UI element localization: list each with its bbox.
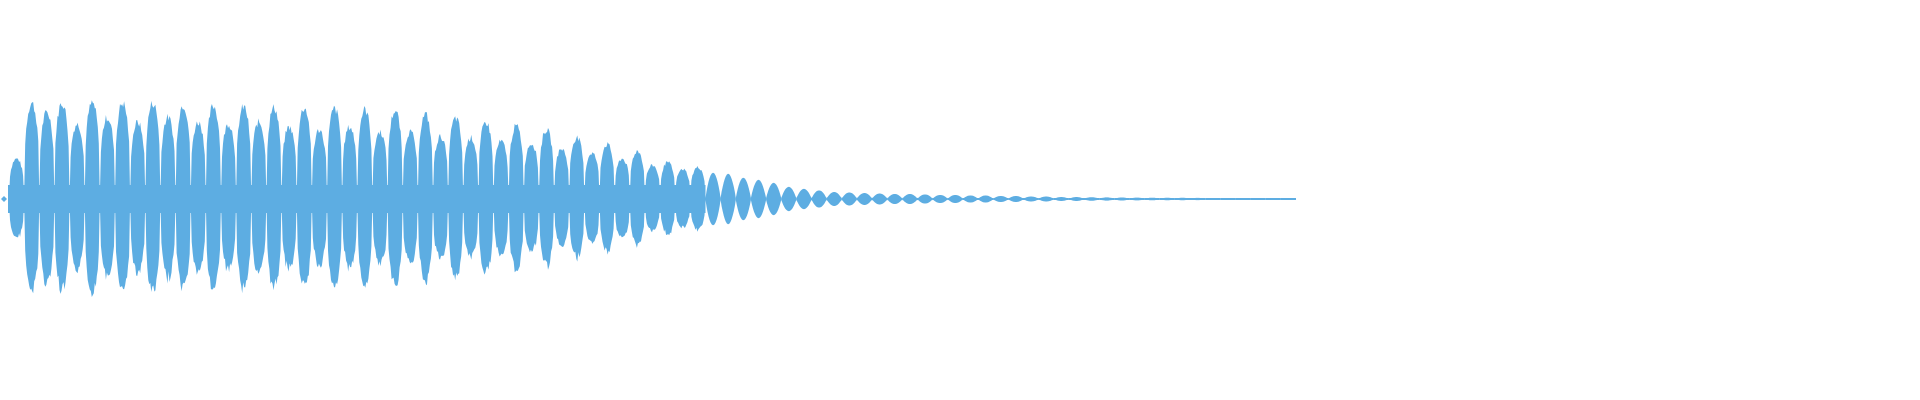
waveform-pulse	[796, 188, 812, 210]
waveform-pulse	[1129, 197, 1145, 201]
waveform-pulse	[902, 194, 918, 204]
waveform-pulse	[735, 177, 751, 221]
waveform-pulse	[1250, 198, 1266, 200]
waveform-pulse	[1099, 197, 1115, 201]
waveform-pulse	[1008, 196, 1024, 202]
waveform-pulse	[1023, 196, 1039, 202]
waveform-pulse	[1084, 197, 1100, 201]
waveform-pulse	[750, 179, 767, 219]
waveform-pulse	[1235, 198, 1251, 200]
waveform-center-band	[8, 185, 706, 213]
waveform-pulse	[1174, 197, 1190, 201]
waveform-pulse	[1265, 198, 1281, 200]
waveform-pulse	[962, 195, 978, 203]
waveform-onset-mark	[1, 196, 7, 202]
waveform-pulse	[917, 194, 933, 204]
waveform-pulse	[826, 192, 842, 206]
waveform-pulse	[705, 172, 721, 226]
waveform-pulse	[856, 193, 872, 205]
waveform-pulse	[932, 195, 948, 203]
waveform-pulse	[887, 194, 903, 204]
waveform-pulse	[1068, 197, 1084, 201]
waveform-pulse	[1159, 197, 1175, 201]
waveform-pulse	[872, 193, 888, 205]
waveform-pulse	[1205, 198, 1221, 200]
waveform-pulse	[1114, 197, 1130, 201]
waveform-pulse	[720, 173, 736, 225]
waveform-pulse	[1190, 197, 1206, 201]
waveform-pulse	[1220, 198, 1236, 200]
waveform-pulse	[993, 196, 1009, 202]
waveform-pulse	[781, 186, 797, 212]
waveform-pulse	[1280, 198, 1296, 200]
waveform-pulse	[766, 182, 782, 216]
waveform-pulse	[1053, 197, 1069, 201]
waveform-pulse	[841, 192, 857, 206]
waveform-pulse	[947, 195, 963, 203]
waveform-pulse	[811, 190, 827, 208]
waveform-pulse	[1144, 197, 1160, 201]
waveform-pulse	[1038, 196, 1054, 202]
waveform-pulse	[978, 195, 994, 203]
